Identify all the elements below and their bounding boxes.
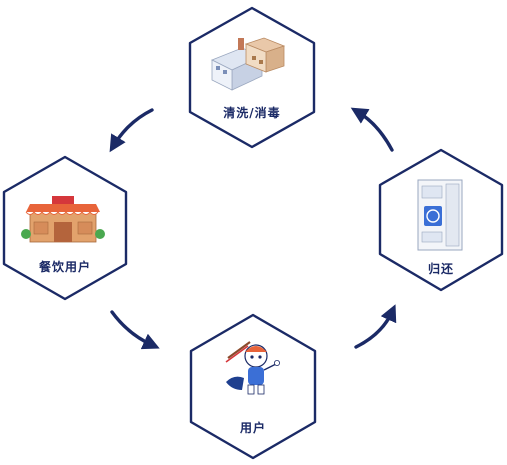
node-user <box>189 313 317 460</box>
node-returning <box>378 148 504 292</box>
arrow-restaurant-to-user <box>110 310 160 350</box>
label-user: 用户 <box>239 421 266 435</box>
factory-icon <box>211 37 286 91</box>
arrow-cleaning-to-restaurant <box>109 108 154 153</box>
arrow-user-to-returning <box>354 304 397 349</box>
mascot-icon <box>225 341 281 395</box>
restaurant-icon <box>21 196 105 243</box>
label-restaurant: 餐饮用户 <box>38 260 91 274</box>
label-returning: 归还 <box>427 262 454 276</box>
label-cleaning: 清洗/消毒 <box>223 106 281 120</box>
node-restaurant <box>2 155 128 301</box>
arrow-returning-to-cleaning <box>350 107 394 152</box>
cabinet-icon <box>417 179 463 251</box>
node-cleaning <box>188 6 316 149</box>
